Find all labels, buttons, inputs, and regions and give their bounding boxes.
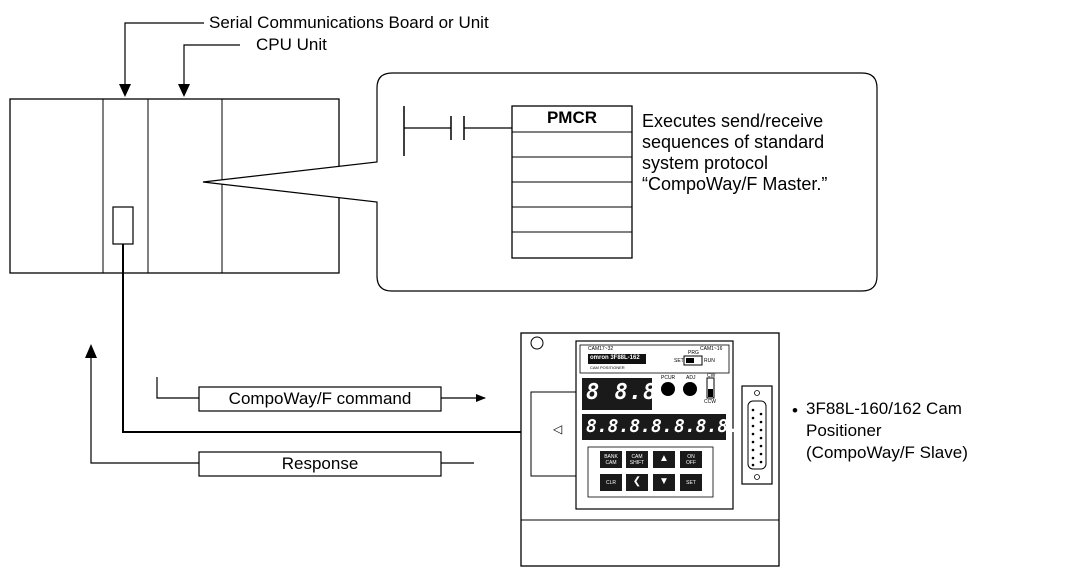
led-small-display: 8 8.8	[586, 380, 658, 405]
callout-text: Executes send/receive sequences of stand…	[642, 111, 827, 195]
serial-board-leader	[119, 22, 204, 97]
set-switch-label: SET	[674, 358, 684, 364]
led-left-display: 8.8.8.8.	[586, 416, 673, 437]
response-label: Response	[281, 454, 359, 473]
device-left-tag: CAM17~32	[588, 346, 614, 352]
key-bank-label: BANK CAM	[604, 454, 618, 466]
key-left	[626, 474, 648, 491]
key-onoff	[680, 451, 702, 468]
pmcr-label: PMCR	[546, 108, 598, 127]
slot-symbol: ◁	[553, 422, 563, 436]
callout-line-4: “CompoWay/F Master.”	[642, 174, 828, 194]
device-right-tag: CAM1~16	[700, 346, 723, 352]
key-left-label: ❮	[632, 476, 642, 487]
key-down-label: ▼	[659, 476, 669, 487]
key-up-label: ▲	[659, 453, 669, 464]
pcur-knob	[661, 382, 675, 396]
callout-line-1: Executes send/receive	[642, 111, 824, 131]
key-set-label: SET	[686, 480, 696, 486]
device-subtitle: CAM POSITIONER	[590, 365, 625, 370]
key-cam-shift	[626, 451, 648, 468]
serial-port	[112, 206, 134, 245]
command-arrow	[156, 377, 486, 412]
pcur-label: PCUR	[661, 375, 676, 381]
key-set	[680, 474, 702, 491]
serial-cable	[122, 244, 556, 433]
slave-bullet: •	[792, 401, 798, 420]
cam-positioner-device	[520, 332, 780, 567]
cw-label: CW	[707, 373, 716, 379]
key-up	[653, 451, 675, 468]
slave-description: 3F88L-160/162 Cam Positioner (CompoWay/F…	[806, 398, 968, 464]
key-clr-label: CLR	[605, 480, 616, 486]
response-arrow	[85, 344, 474, 477]
pmcr-block	[511, 105, 633, 259]
run-switch-label: RUN	[704, 358, 715, 364]
serial-board-label: Serial Communications Board or Unit	[209, 13, 489, 32]
key-bank	[600, 451, 622, 468]
callout-line-3: system protocol	[642, 153, 769, 173]
ccw-label: CCW	[704, 399, 716, 405]
ladder-contact	[403, 106, 512, 156]
cpu-unit-label: CPU Unit	[256, 35, 327, 54]
callout-line-2: sequences of standard	[642, 132, 825, 152]
adj-knob	[683, 382, 697, 396]
slave-line-3: (CompoWay/F Slave)	[806, 443, 968, 462]
command-label: CompoWay/F command	[228, 389, 412, 408]
device-slot	[530, 391, 577, 477]
prg-label: PRG	[688, 350, 699, 356]
slave-line-2: Positioner	[806, 421, 882, 440]
slave-line-1: 3F88L-160/162 Cam	[806, 399, 962, 418]
led-right-display: 8.8.8.	[674, 416, 740, 437]
key-cam-shift-label: CAM SHIFT	[629, 454, 645, 466]
device-brand: omron 3F88L-162	[590, 355, 640, 361]
adj-label: ADJ	[686, 375, 696, 381]
cpu-unit-leader	[178, 44, 240, 97]
key-clr	[600, 474, 622, 491]
key-onoff-label: ON OFF	[686, 454, 696, 466]
key-down	[653, 474, 675, 491]
